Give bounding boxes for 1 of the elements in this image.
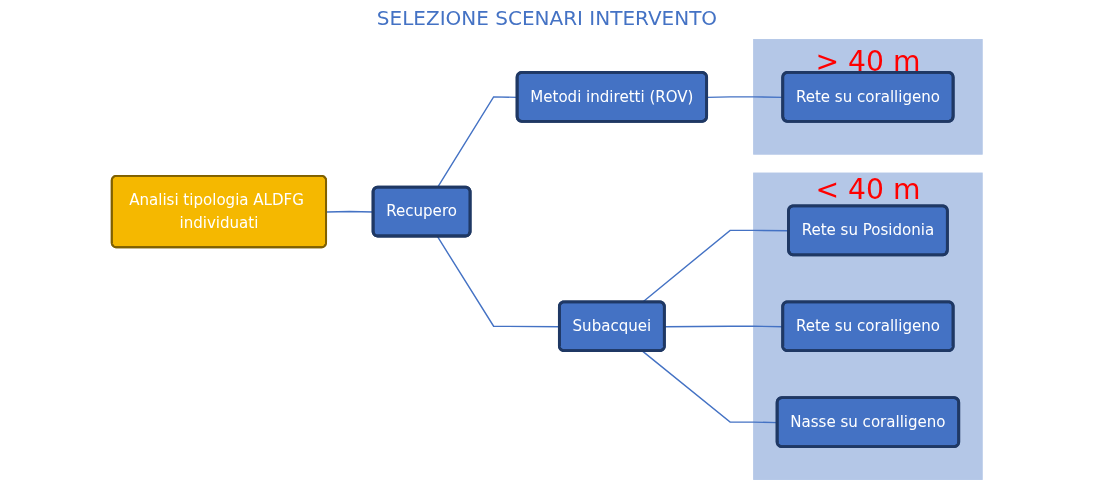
diagram-title: SELEZIONE SCENARI INTERVENTO xyxy=(375,6,719,30)
